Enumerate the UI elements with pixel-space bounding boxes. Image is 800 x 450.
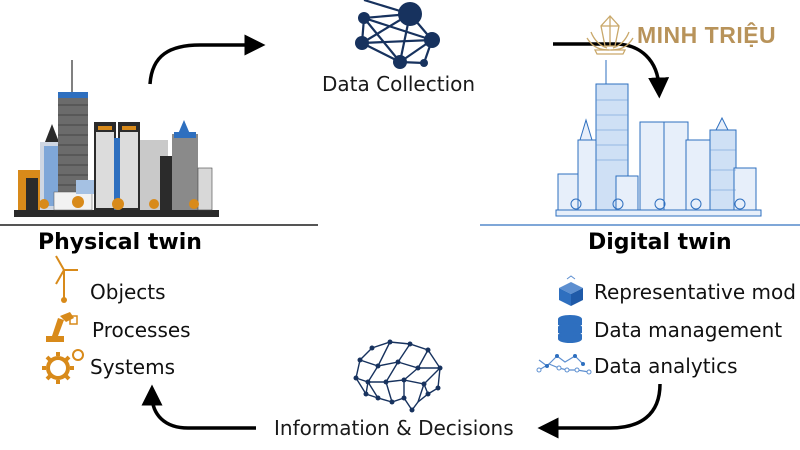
physical-city-illustration [14,60,219,225]
information-decisions-label: Information & Decisions [274,416,514,440]
lotus-crystal-logo-icon [586,15,634,55]
physical-item-objects: Objects [90,280,166,304]
cube-icon [559,275,583,306]
digital-twin-title: Digital twin [588,230,732,255]
wind-turbine-icon [55,255,78,303]
data-collection-label: Data Collection [322,72,476,96]
digital-item-data-management: Data management [594,318,783,342]
network-nodes-icon [355,0,440,69]
brain-network-icon [353,339,443,413]
digital-city-illustration [555,60,762,225]
physical-item-systems: Systems [90,355,175,379]
database-icon [558,315,582,343]
physical-twin-title: Physical twin [38,230,202,255]
physical-ground-line [0,224,318,226]
digital-ground-line [480,224,800,226]
brand-name: MINH TRIỆU [637,22,777,48]
gears-icon [42,349,84,384]
analytics-graph-icon [536,354,592,375]
physical-item-processes: Processes [92,318,191,342]
digital-item-data-analytics: Data analytics [594,354,738,378]
robot-arm-icon [46,312,78,342]
digital-item-representative-model: Representative mod [594,280,796,304]
